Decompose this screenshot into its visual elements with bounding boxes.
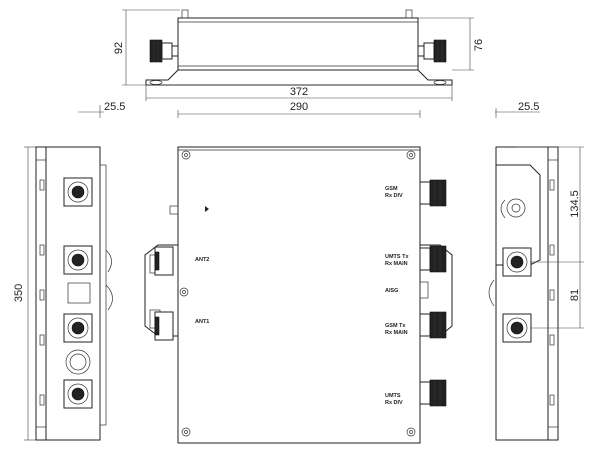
left-side-view: [24, 105, 113, 441]
front-view: [144, 110, 453, 444]
top-view: [122, 9, 474, 101]
label-umts-tx: UMTS Tx: [385, 254, 409, 260]
label-gsm-rxmain: Rx MAIN: [385, 330, 408, 336]
dim-25-5-left: 25.5: [104, 101, 125, 113]
right-side-view: [488, 108, 584, 441]
label-ant1: ANT1: [195, 319, 209, 325]
dim-372: 372: [290, 86, 308, 98]
label-gsm: GSM: [385, 186, 398, 192]
label-ant2: ANT2: [195, 257, 209, 263]
label-umts-rxmain: Rx MAIN: [385, 261, 408, 267]
dim-25-5-right: 25.5: [518, 101, 539, 113]
dim-81: 81: [569, 289, 581, 301]
label-umts: UMTS: [385, 393, 401, 399]
dim-76: 76: [473, 39, 485, 51]
dim-290: 290: [290, 101, 308, 113]
dim-134-5: 134.5: [569, 190, 581, 218]
dim-92: 92: [113, 42, 125, 54]
label-aisg: AISG: [385, 288, 398, 294]
dim-350: 350: [13, 284, 25, 302]
label-gsm-tx: GSM Tx: [385, 323, 406, 329]
label-umts-rxdiv: Rx DIV: [385, 400, 403, 406]
label-gsm-rxdiv: Rx DIV: [385, 193, 403, 199]
